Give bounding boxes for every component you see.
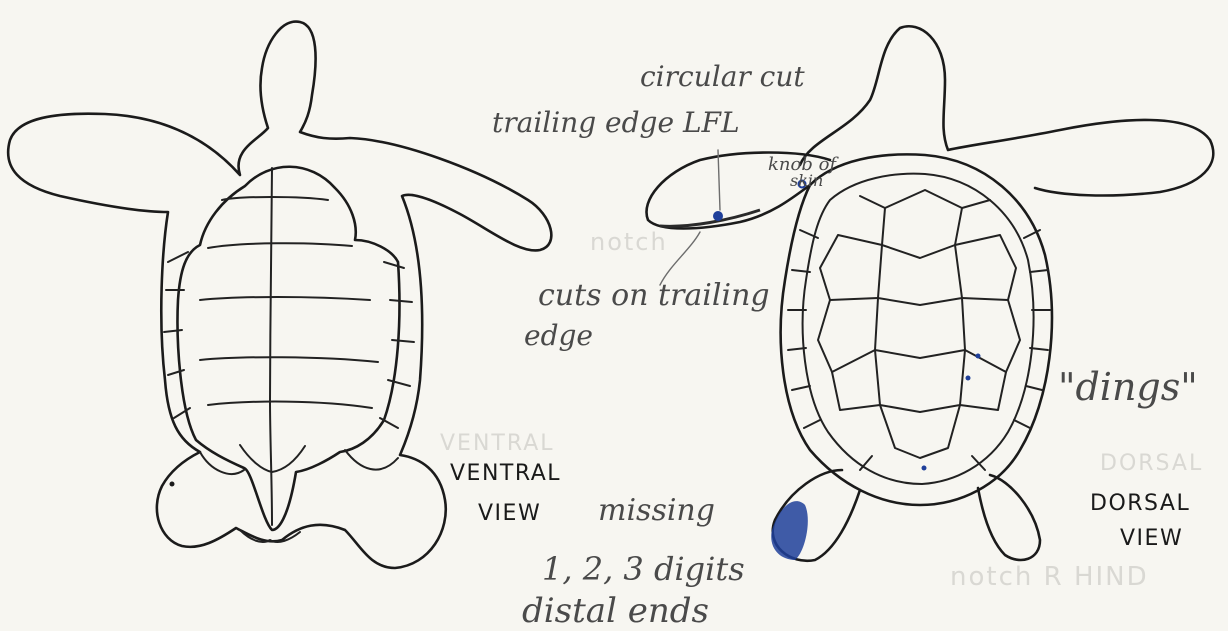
ventral-label-line2: VIEW [478, 501, 541, 526]
missing-line2: 1, 2, 3 digits [542, 550, 745, 588]
cuts-line2: edge [524, 319, 593, 352]
annotation-leaders [660, 150, 720, 285]
cuts-line1: cuts on trailing [538, 278, 770, 313]
knob-line2: skin [790, 171, 823, 190]
dorsal-label-line2: VIEW [1120, 526, 1183, 551]
ding-mark [966, 376, 971, 381]
missing-line1: missing [598, 493, 715, 528]
missing-digits-mark [771, 501, 808, 560]
circular-cut-mark [713, 211, 723, 221]
eye-dot [170, 482, 175, 487]
ventral-turtle-drawing [8, 22, 551, 568]
svg-text:notch: notch [590, 228, 668, 256]
ding-mark [976, 354, 981, 359]
svg-text:notch R HIND: notch R HIND [950, 562, 1149, 592]
svg-text:DORSAL: DORSAL [1100, 451, 1203, 476]
dings-label: "dings" [1058, 365, 1198, 409]
dorsal-label-line1: DORSAL [1090, 491, 1190, 516]
labels: VENTRAL VIEW DORSAL VIEW circular cut tr… [450, 60, 1198, 631]
missing-line3: distal ends [522, 591, 709, 631]
circular-cut-line1: circular cut [640, 60, 805, 93]
ventral-label-line1: VENTRAL [450, 461, 561, 486]
ding-mark [922, 466, 927, 471]
circular-cut-line2: trailing edge LFL [492, 106, 740, 139]
svg-text:VENTRAL: VENTRAL [440, 431, 555, 456]
